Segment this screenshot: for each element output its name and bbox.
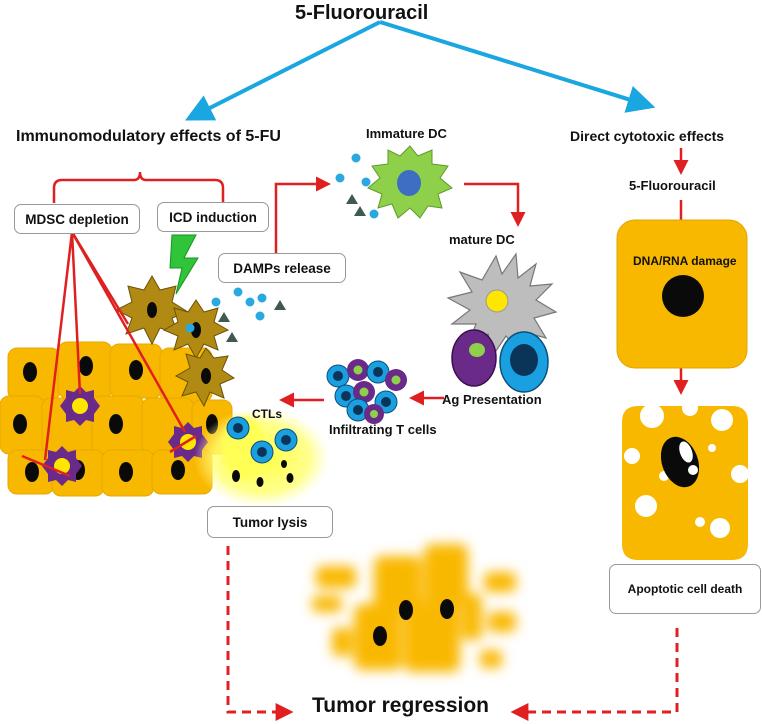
regressed-tumor bbox=[312, 544, 516, 672]
drug-label-right: 5-Fluorouracil bbox=[629, 178, 716, 193]
immature-dc-label: Immature DC bbox=[366, 126, 447, 141]
immunomodulatory-heading: Immunomodulatory effects of 5-FU bbox=[16, 128, 281, 145]
icd-induction-box: ICD induction bbox=[157, 202, 269, 232]
ctl-cells bbox=[194, 408, 330, 508]
tumor-regression-label: Tumor regression bbox=[312, 694, 489, 717]
arrow-damps-to-dc bbox=[274, 176, 331, 254]
apoptotic-cell-death-box: Apoptotic cell death bbox=[609, 564, 761, 614]
title-5-fluorouracil: 5-Fluorouracil bbox=[295, 2, 429, 24]
regression-arrows bbox=[226, 546, 679, 721]
dna-rna-damage-label: DNA/RNA damage bbox=[633, 254, 737, 268]
tumor-lysis-box: Tumor lysis bbox=[207, 506, 333, 538]
ag-presentation-label: Ag Presentation bbox=[442, 392, 542, 407]
direct-cytotoxic-heading: Direct cytotoxic effects bbox=[570, 128, 725, 144]
tumor-cell-intact bbox=[616, 219, 748, 369]
tumor-cell-apoptotic bbox=[622, 400, 749, 560]
damps-particles-release bbox=[185, 287, 286, 342]
infiltrating-t-cells-label: Infiltrating T cells bbox=[329, 422, 437, 437]
dying-tumor-cells bbox=[114, 274, 236, 408]
split-arrows bbox=[185, 20, 656, 121]
ctls-label: CTLs bbox=[252, 407, 282, 421]
ag-presenting-cells bbox=[451, 329, 549, 393]
lightning-bolt-icon bbox=[169, 234, 199, 295]
infiltrating-t-cells-cluster bbox=[326, 359, 407, 424]
arrow-dc-maturation bbox=[464, 182, 526, 227]
damps-particles-dc bbox=[335, 153, 379, 219]
mature-dc-label: mature DC bbox=[449, 232, 515, 247]
red-brace bbox=[52, 171, 225, 203]
damps-release-box: DAMPs release bbox=[218, 253, 346, 283]
immature-dc-cell bbox=[367, 145, 453, 219]
mdsc-depletion-box: MDSC depletion bbox=[14, 204, 140, 234]
mdsc-depletion-lines bbox=[21, 231, 197, 478]
